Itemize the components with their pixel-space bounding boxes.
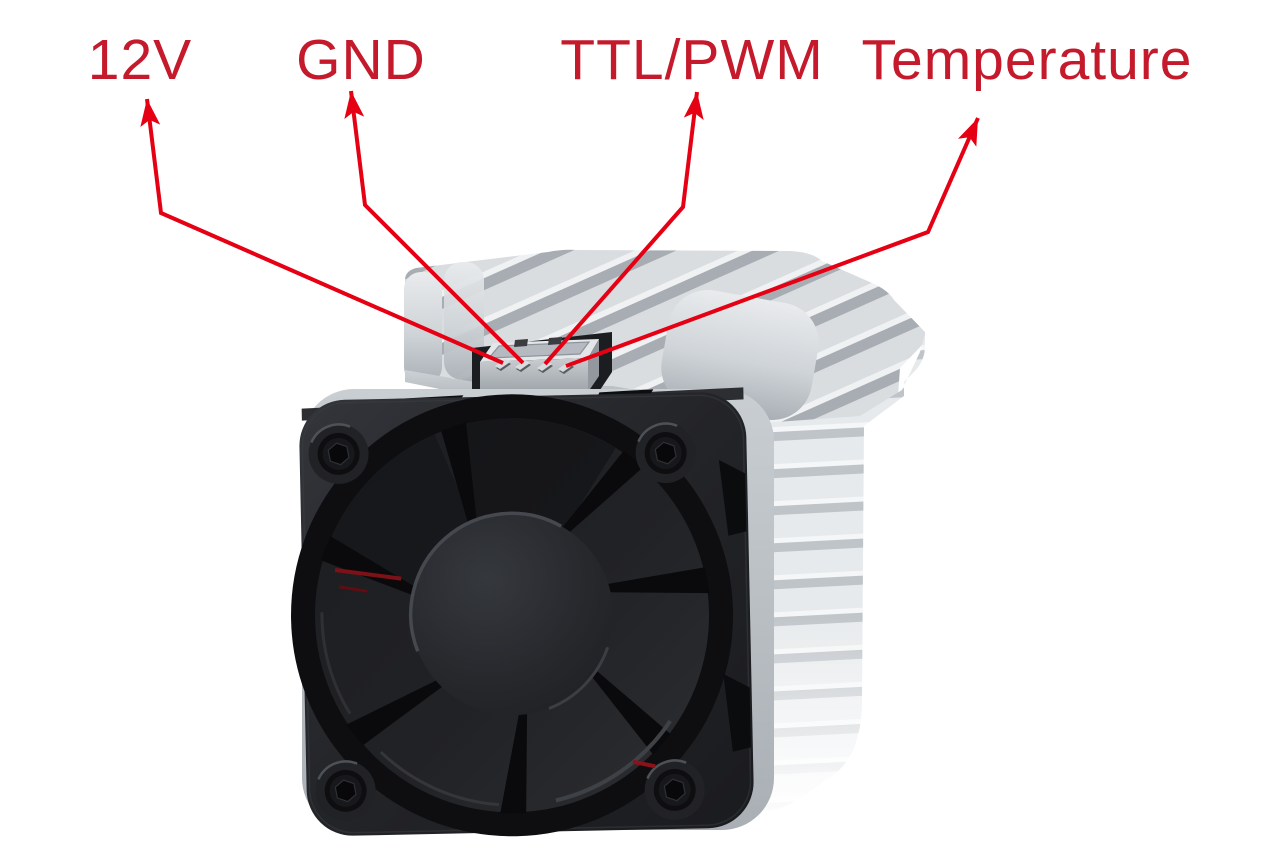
fan-screw-bottom-right bbox=[644, 759, 705, 820]
connector-key-slot bbox=[514, 339, 528, 347]
connector-pin-2 bbox=[515, 360, 531, 372]
fan-screw-bottom-left bbox=[315, 760, 376, 821]
annotation-gnd: GND bbox=[296, 28, 525, 365]
annotation-ttl-pwm: TTL/PWM bbox=[543, 28, 823, 366]
connector-right-face bbox=[588, 339, 599, 392]
fan-side-cutout bbox=[723, 673, 751, 752]
connector-pin-3 bbox=[537, 361, 553, 373]
annotation-arrow-12v bbox=[140, 98, 504, 365]
red-glint bbox=[334, 568, 402, 581]
fan-hub bbox=[411, 513, 614, 716]
annotation-arrow-gnd bbox=[344, 90, 525, 365]
connector-key-slot bbox=[548, 337, 562, 345]
annotation-temperature: Temperature bbox=[565, 28, 1193, 368]
annotation-arrow-ttl-pwm bbox=[543, 91, 704, 366]
red-glint bbox=[339, 585, 368, 593]
annotation-label-ttl-pwm: TTL/PWM bbox=[560, 28, 823, 92]
heatsink-front-right-hump bbox=[661, 290, 819, 420]
fan-opening-ring bbox=[291, 394, 734, 837]
annotation-label-12v: 12V bbox=[88, 28, 192, 92]
fan-side-cutout bbox=[718, 459, 747, 536]
fan-screw-top-right bbox=[635, 422, 696, 484]
annotation-label-temperature: Temperature bbox=[862, 28, 1193, 92]
annotation-label-gnd: GND bbox=[296, 28, 426, 92]
cooling-fan bbox=[291, 387, 754, 837]
red-glint bbox=[632, 759, 656, 769]
annotations: 12V GND TTL/PWM Temperature bbox=[88, 28, 1193, 368]
annotation-arrow-temperature bbox=[565, 117, 980, 368]
annotation-12v: 12V bbox=[88, 28, 504, 365]
fan-blade-slits bbox=[320, 422, 710, 814]
fan-screw-top-left bbox=[308, 423, 369, 484]
